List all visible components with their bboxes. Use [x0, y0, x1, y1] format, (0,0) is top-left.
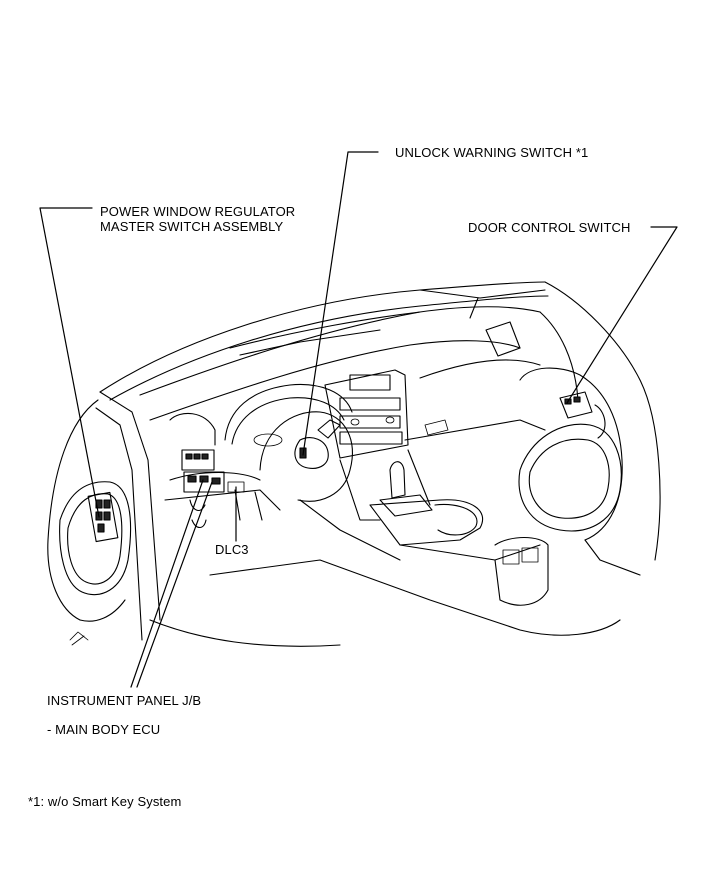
leader-lines — [39, 151, 678, 688]
door-control-switch-label: DOOR CONTROL SWITCH — [468, 220, 631, 235]
leader-door-control — [566, 226, 678, 404]
leader-instrument-panel-1 — [130, 479, 204, 688]
leader-instrument-panel-2 — [136, 481, 213, 688]
leader-power-window — [39, 207, 100, 518]
dlc3-label: DLC3 — [215, 542, 249, 557]
power-window-label-line1: POWER WINDOW REGULATOR — [100, 204, 296, 219]
footnote: *1: w/o Smart Key System — [28, 794, 182, 809]
right-door — [518, 281, 661, 576]
main-body-ecu-label: - MAIN BODY ECU — [47, 722, 161, 737]
instrument-panel-jb-label: INSTRUMENT PANEL J/B — [47, 693, 202, 708]
unlock-warning-switch-text: UNLOCK WARNING SWITCH — [395, 145, 573, 160]
unlock-warning-switch-label: UNLOCK WARNING SWITCH *1 — [395, 144, 588, 162]
unlock-warning-footnote-marker: *1 — [575, 145, 589, 160]
leader-unlock-warning — [302, 151, 379, 456]
power-window-label-line2: MASTER SWITCH ASSEMBLY — [100, 219, 284, 234]
left-door — [47, 391, 161, 646]
windshield-outline — [99, 281, 549, 401]
dashboard — [139, 306, 621, 647]
